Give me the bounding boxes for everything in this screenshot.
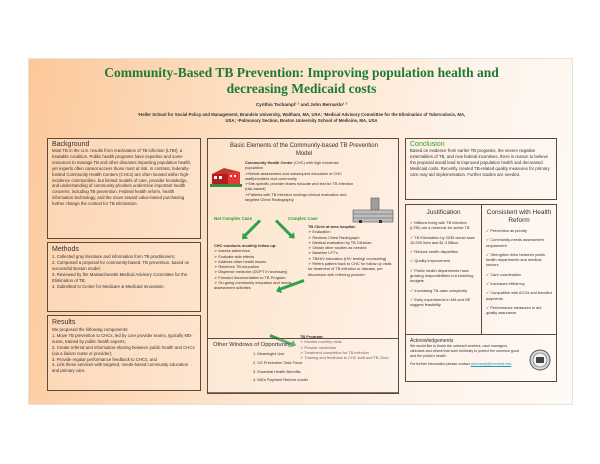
results-item: 3. Provide regular performance feedback … [52, 356, 157, 362]
clinic-item: ➢ Obtain other studies as needed [308, 245, 367, 251]
methods-item: 3. Reviewed by the Massachusetts Medical… [52, 271, 188, 283]
model-heading: Basic Elements of the Community-based TB… [230, 143, 378, 157]
clinic-item: ➢ Reviews Chest Radiograph [308, 234, 360, 240]
clinic-item: ➢ TB/HIV education (HIV testing/ counsel… [308, 255, 387, 261]
background-body: Most TB in the U.S. results from reactiv… [52, 148, 192, 207]
title-line-2: decreasing Medicaid costs [226, 81, 377, 96]
results-intro: We proposed the following components: [52, 327, 129, 332]
results-item: 1. Move TB prevention to CHCs, led by co… [52, 332, 193, 344]
chc-item: ➢Patients with TB infection undergo clin… [245, 191, 347, 203]
reform-item: ✓ Prevention as priority [486, 228, 527, 233]
results-heading: Results [52, 319, 76, 326]
justification-item: ✓ Public health departments have growing… [410, 267, 474, 284]
results-box: Results We proposed the following compon… [47, 315, 201, 391]
windows-list: 1. Meaningful Use 2. US Prevention Task … [213, 351, 393, 383]
program-item: ➢ Treatment completion for TB infection [300, 349, 369, 355]
justification-item: ✓ Quality improvement [410, 258, 451, 264]
community-health-center-icon [210, 168, 242, 187]
chc-item: ➢Needs assessment and subsequent educati… [245, 170, 342, 181]
clinic-item: ➢ Baseline LFT's [308, 250, 338, 256]
followup-title: CHC conducts monthly follow up: [214, 243, 277, 248]
reform-heading: Consistent with Health Reform [486, 209, 552, 224]
reform-item: ✓ Compatible with ACOs and bundled payme… [486, 290, 552, 301]
ack-heading: Acknowledgements [410, 338, 454, 344]
windows-item: 2. US Prevention Task Force [253, 359, 303, 365]
reform-item: ✓ Strengthen links between public health… [486, 251, 546, 268]
clinic-item: ➢ Medical evaluation by TB Clinician [308, 239, 372, 245]
tb-clinic: TB Clinic at area hospital: ➢ Evaluation… [308, 224, 396, 277]
conclusion-heading: Conclusion [410, 141, 445, 148]
justification-item: ✓ Early experiments in MA and NE suggest… [410, 296, 471, 308]
justification-item: ✓ Increasing TB-case complexity [410, 287, 468, 293]
chc-item: ➢Site-specific provider teams educate an… [245, 181, 354, 192]
model-box: Basic Elements of the Community-based TB… [207, 138, 399, 393]
chc-title: Community Health Center [245, 160, 293, 165]
conclusion-box: Conclusion Based on evidence from earlie… [405, 138, 557, 200]
chc-title-rest: (CHC) with high incidence population [245, 160, 339, 171]
followup-item: ➢ Reinforce TB education [214, 264, 259, 270]
contact-prefix: For further information please contact [410, 362, 471, 367]
followup-item: ➢ Forward documentation to TB Program [214, 274, 286, 280]
reform-item: ✓ Performance measures to aid quality as… [486, 304, 542, 316]
followup-item: ➢ Dispense medicine (DOPT if necessary) [214, 269, 288, 275]
poster-title: Community-Based TB Prevention: Improving… [29, 65, 574, 97]
clinic-title: TB Clinic at area hospital: [308, 224, 356, 229]
affiliations: ¹Heller School for Social Policy and Man… [99, 112, 504, 124]
justification-item: ✓ TB Elimination by 2035 would save 15,2… [410, 234, 475, 245]
methods-item: 2. Composed a proposal for community-bas… [52, 259, 190, 271]
acknowledgements-box: Acknowledgements We would like to thank … [405, 334, 557, 382]
windows-item: 1. Meaningful Use [253, 351, 285, 356]
arrow-complex [274, 219, 293, 238]
methods-box: Methods 1. Collected gray literature and… [47, 242, 201, 312]
followup-item: ➢ Evaluate side effects [214, 253, 255, 259]
chc-followup: CHC conducts monthly follow up: ➢ Assess… [214, 243, 296, 291]
windows-heading: Other Windows of Opportunity [213, 342, 291, 348]
title-line-1: Community-Based TB Prevention: Improving… [104, 65, 499, 80]
chc-description: Community Health Center (CHC) with high … [245, 160, 357, 202]
methods-item: 1. Collected gray literature and informa… [52, 254, 176, 259]
affiliations-line-2: USA; ³Pulmonary Section, Boston Universi… [225, 117, 378, 123]
poster: Community-Based TB Prevention: Improving… [28, 58, 573, 405]
justification-item: ✓ Millions living with TB infection (LTB… [410, 220, 470, 231]
background-box: Background Most TB in the U.S. results f… [47, 138, 201, 239]
results-item: 4. Link these services with targeted, ne… [52, 362, 189, 374]
windows-item: 3. Essential Health Benefits [253, 368, 301, 374]
methods-item: 4. Submitted to Center for Medicare & Me… [52, 283, 165, 289]
affiliations-line-1: ¹Heller School for Social Policy and Man… [137, 112, 466, 117]
contact-email-link[interactable]: ctschampl@brandeis.edu [470, 362, 512, 367]
conclusion-body: Based on evidence from earlier TB progra… [410, 148, 550, 177]
justification-item: ✓ Reduce health disparities [410, 249, 459, 255]
ack-contact: For further information please contact c… [410, 362, 552, 367]
windows-item: 4. MA's Payment Reform model [253, 377, 308, 383]
program-item: ➢ Training and feedback to CHC staff and… [300, 355, 389, 361]
windows-box: Other Windows of Opportunity 1. Meaningf… [207, 338, 399, 394]
ack-body: We would like to thank the outreach work… [410, 344, 519, 358]
justification-heading: Justification [426, 209, 461, 216]
reform-item: ✓ Increased efficiency [486, 281, 525, 287]
complex-label: Complex Case [288, 216, 318, 221]
background-heading: Background [52, 141, 90, 148]
authors: Cynthia Tschampl¹ ² and John Bernardo² ³ [255, 102, 348, 107]
program-item: ➢ Monitor monthly visits [300, 339, 342, 345]
not-complex-label: Not Complex Case [214, 216, 252, 221]
program-title: TB Program: [300, 334, 324, 339]
reform-item: ✓ Community-needs assessment requirement [486, 237, 544, 248]
results-item: 2. Create referral and information-shari… [52, 344, 195, 356]
followup-item: ➢ On-going community education and needs… [214, 280, 293, 291]
reform-item: ✓ Care coordination [486, 271, 522, 277]
followup-item: ➢ Assess adherence [214, 248, 251, 254]
tb-program: TB Program: ➢ Monitor monthly visits ➢ P… [300, 334, 392, 360]
clinic-item: ➢ Evaluation [308, 229, 331, 235]
health-reform-box: Consistent with Health Reform ✓ Preventi… [481, 204, 557, 335]
justification-box: Justification ✓ Millions living with TB … [405, 204, 482, 335]
hospital-building-icon [352, 197, 394, 223]
program-item: ➢ Provide medicines [300, 344, 337, 350]
methods-heading: Methods [52, 246, 79, 253]
arrow-not-complex [243, 219, 262, 238]
university-seal-icon [529, 349, 551, 371]
clinic-item: ➢ Refers patient back to CHC for follow … [308, 261, 392, 277]
followup-item: ➢ Address other health issues [214, 258, 267, 264]
